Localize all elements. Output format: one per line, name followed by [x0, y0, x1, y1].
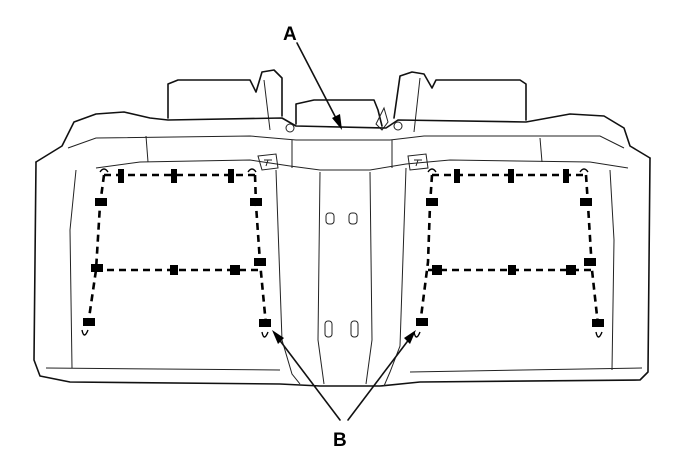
leader-arrows-b	[272, 330, 416, 421]
seat-center-section	[257, 153, 429, 387]
left-hog-ring-lines	[81, 168, 271, 338]
callout-label-b: B	[333, 430, 347, 451]
right-hog-ring-lines	[413, 168, 604, 338]
leader-arrow-a	[296, 42, 342, 130]
seat-frame-top	[167, 69, 527, 133]
seat-cushion-body	[33, 157, 651, 387]
callout-label-a: A	[283, 24, 297, 45]
seat-cushion-rim	[35, 111, 651, 171]
